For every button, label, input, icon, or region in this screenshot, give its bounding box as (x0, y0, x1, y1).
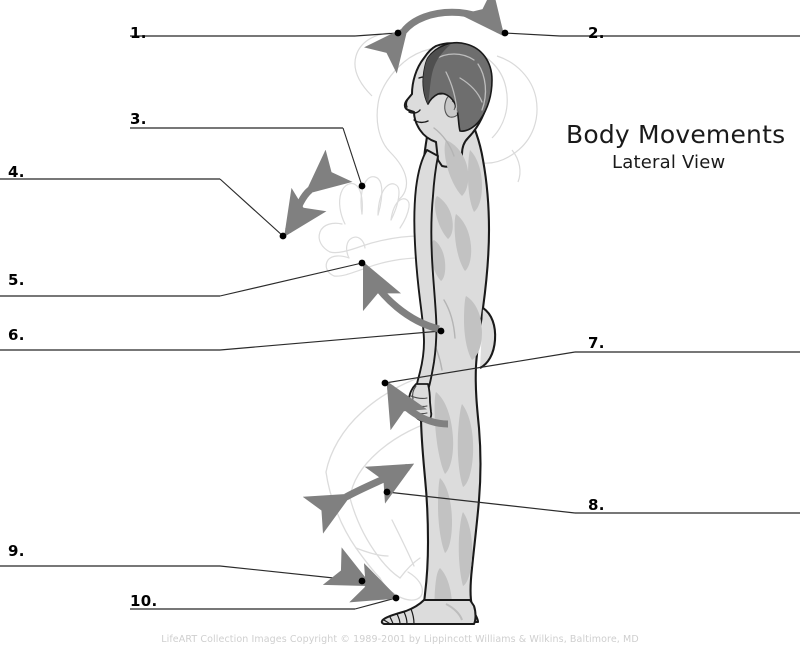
neck-arc-arrow (363, 0, 505, 74)
knee-arc-arrow (302, 463, 415, 534)
hip-flexion-arrowhead (381, 379, 389, 387)
page-subtitle: Lateral View (612, 152, 726, 173)
leader-line-3 (342, 127, 363, 187)
label-number-6: 6. (8, 326, 25, 344)
elbow-flexion-arrowhead (437, 327, 445, 335)
label-number-10: 10. (130, 592, 158, 610)
knee-flexion-arrowhead (383, 488, 391, 496)
hip-arc-arrow (386, 380, 449, 431)
label-number-8: 8. (588, 496, 605, 514)
label-number-2: 2. (588, 24, 605, 42)
leader-line-2 (504, 32, 561, 37)
leader-anchor-dots (279, 29, 509, 602)
ghost-arm-outlines (318, 176, 422, 277)
copyright-credit: LifeART Collection Images Copyright © 19… (161, 634, 639, 645)
leader-line-10 (354, 597, 397, 610)
page-title: Body Movements (566, 120, 786, 149)
wrist-extension-arrowhead (358, 182, 366, 190)
wrist-flexion-arrowhead (279, 232, 287, 240)
ankle-plantarflexion-arrowhead (392, 594, 400, 602)
leader-line-8 (386, 491, 576, 514)
label-number-1: 1. (130, 24, 147, 42)
leader-line-9 (219, 565, 363, 582)
label-number-3: 3. (130, 110, 147, 128)
neck-flexion-arrowhead (501, 29, 509, 37)
elbow-arc-arrow (362, 261, 440, 333)
leader-line-6 (219, 330, 442, 351)
label-number-9: 9. (8, 542, 25, 560)
ankle-arc-arrow (322, 547, 399, 603)
label-number-5: 5. (8, 271, 25, 289)
answer-lines (0, 35, 800, 610)
ankle-dorsiflexion-arrowhead (358, 577, 366, 585)
forearm-supination-arrowhead (358, 259, 366, 267)
label-number-4: 4. (8, 163, 25, 181)
leader-line-5 (219, 262, 363, 297)
body-figure (380, 42, 497, 625)
leader-line-4 (219, 178, 284, 237)
movement-arrows (284, 0, 505, 603)
leader-line-7 (384, 351, 576, 384)
wrist-arc-arrow (284, 149, 353, 237)
neck-extension-arrowhead (394, 29, 402, 37)
label-number-7: 7. (588, 334, 605, 352)
leader-lines (219, 32, 576, 610)
